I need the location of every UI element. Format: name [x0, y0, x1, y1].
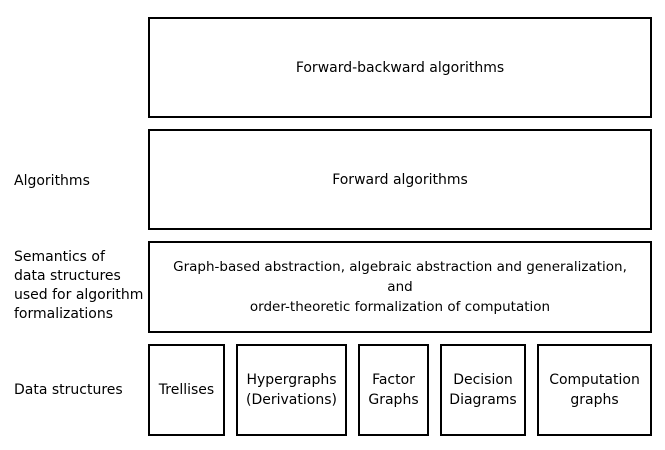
- row-label-semantics: Semantics of data structures used for al…: [14, 248, 143, 324]
- forward-backward-algorithms-label: Forward-backward algorithms: [295, 59, 505, 76]
- data-structure-label: (Derivations): [246, 392, 337, 408]
- data-structure-label: Diagrams: [449, 392, 517, 408]
- data-structure-label: Trellises: [158, 382, 215, 398]
- data-structure-box-computation-graphs: Computation graphs: [537, 344, 652, 436]
- row-label-semantics-line: Semantics of: [14, 249, 105, 265]
- data-structure-box-trellises: Trellises: [148, 344, 225, 436]
- semantics-line: order-theoretic formalization of computa…: [249, 299, 551, 315]
- row-label-data-structures-text: Data structures: [14, 382, 123, 398]
- data-structure-box-factor-graphs: Factor Graphs: [358, 344, 429, 436]
- forward-algorithms-box: Forward algorithms: [148, 129, 652, 230]
- forward-algorithms-label: Forward algorithms: [332, 171, 468, 188]
- data-structure-label: Factor: [372, 372, 415, 388]
- forward-backward-algorithms-box: Forward-backward algorithms: [148, 17, 652, 118]
- semantics-box: Graph-based abstraction, algebraic abstr…: [148, 241, 652, 333]
- data-structure-box-hypergraphs: Hypergraphs (Derivations): [236, 344, 347, 436]
- data-structure-label: Graphs: [368, 392, 419, 408]
- row-label-algorithms: Algorithms: [14, 172, 90, 191]
- row-label-algorithms-text: Algorithms: [14, 173, 90, 189]
- data-structure-label: Hypergraphs: [246, 372, 337, 388]
- data-structure-label: graphs: [570, 392, 619, 408]
- row-label-data-structures: Data structures: [14, 381, 123, 400]
- row-label-semantics-line: used for algorithm: [14, 287, 144, 303]
- data-structure-label: Computation: [549, 372, 640, 388]
- data-structure-box-decision-diagrams: Decision Diagrams: [440, 344, 526, 436]
- data-structure-label: Decision: [453, 372, 513, 388]
- semantics-line: Graph-based abstraction, algebraic abstr…: [173, 259, 627, 295]
- row-label-semantics-line: data structures: [14, 268, 121, 284]
- row-label-semantics-line: formalizations: [14, 306, 114, 322]
